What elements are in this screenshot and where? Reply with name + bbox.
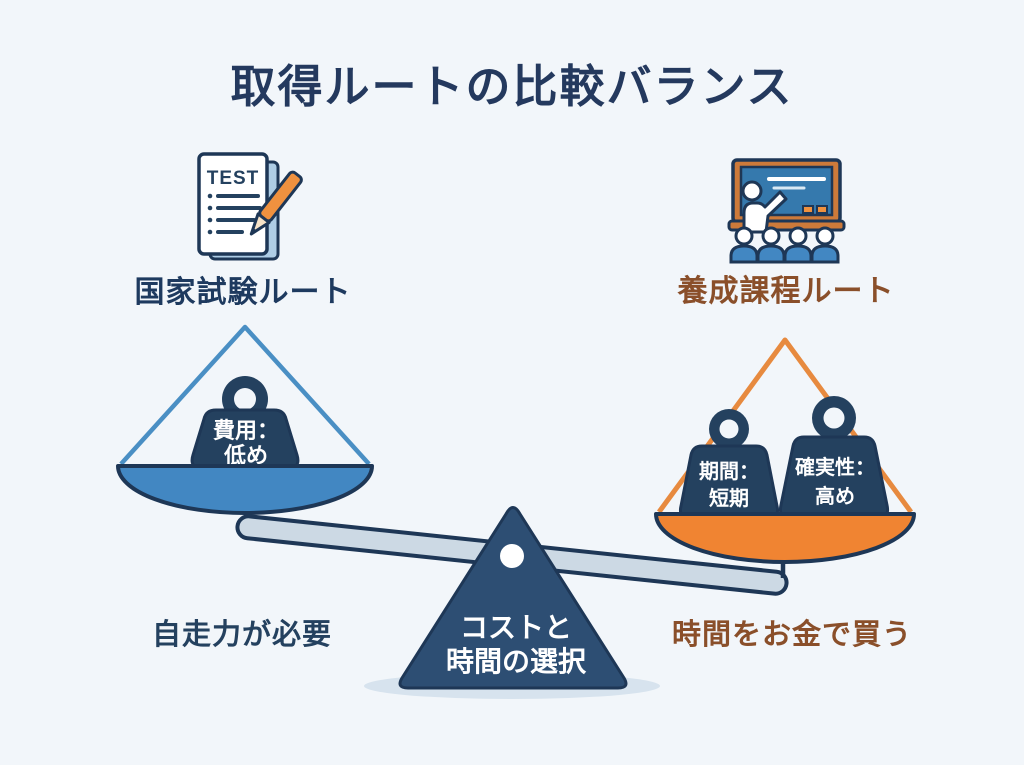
- test-label: TEST: [207, 168, 260, 189]
- chalk-eraser: [802, 205, 814, 214]
- right-weight2-label-line2: 高め: [815, 484, 855, 508]
- fulcrum-label-line1: コストと: [460, 612, 572, 643]
- left-pan: [116, 464, 374, 515]
- right-weight1-label-line1: 期間：: [699, 460, 759, 483]
- chalk-eraser: [816, 205, 828, 214]
- left-weight: 費用： 低め: [190, 376, 300, 470]
- right-pan: [654, 512, 916, 564]
- left-route-note: 自走力が必要: [151, 619, 332, 651]
- chalk-lines: [767, 177, 826, 190]
- right-weight-duration: 期間： 短期: [679, 409, 779, 521]
- fulcrum-label-line2: 時間の選択: [446, 646, 587, 677]
- right-route-note: 時間をお金で買う: [671, 619, 912, 651]
- left-weight-label-line1: 費用：: [213, 418, 279, 443]
- right-route-label: 養成課程ルート: [677, 275, 895, 308]
- right-weight1-label-line2: 短期: [709, 486, 749, 510]
- student-figures: [729, 226, 840, 264]
- teacher-figure: [741, 180, 788, 234]
- test-document-icon: TEST: [197, 152, 303, 261]
- left-weight-label-line2: 低め: [223, 443, 268, 468]
- left-pan-strings: [119, 324, 371, 466]
- pivot-hole: [500, 544, 524, 568]
- pencil-icon: [249, 170, 303, 236]
- right-weight-certainty: 確実性： 高め: [779, 396, 889, 521]
- right-weight2-label-line1: 確実性：: [795, 455, 875, 479]
- fulcrum-triangle: コストと 時間の選択: [398, 506, 628, 690]
- document-text-lines: [207, 193, 262, 235]
- left-route-label: 国家試験ルート: [134, 276, 352, 309]
- classroom-icon: [727, 158, 846, 264]
- page-title: 取得ルートの比較バランス: [230, 61, 794, 112]
